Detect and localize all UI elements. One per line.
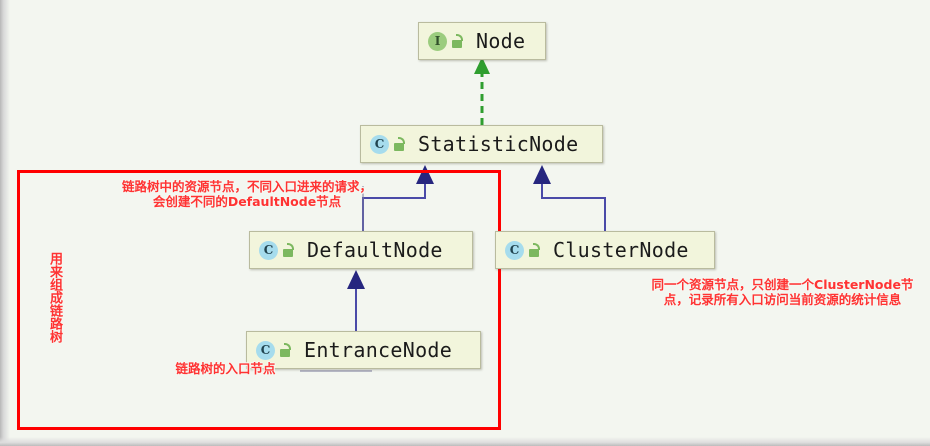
unlocked-padlock-icon [451,34,464,48]
class-node-label: DefaultNode [307,238,443,262]
interface-badge: I [428,31,447,51]
edge-entrancenode-extends-defaultnode [347,270,365,332]
unlocked-padlock-icon [528,243,541,257]
class-node-node[interactable]: I Node [418,22,546,60]
class-node-label: EntranceNode [304,338,453,362]
class-node-defaultnode[interactable]: C DefaultNode [249,231,473,269]
class-badge: C [370,134,389,154]
class-node-entrancenode[interactable]: C EntranceNode [246,331,481,369]
class-badge: C [505,240,524,260]
edge-statisticnode-implements-node [474,57,490,125]
class-node-label: StatisticNode [418,132,579,156]
note-entrancenode: 链路树的入口节点 [175,361,276,376]
class-badge: C [256,340,275,360]
class-node-label: ClusterNode [553,238,689,262]
class-node-label: Node [476,29,526,53]
note-defaultnode: 链路树中的资源节点，不同入口进来的请求，会创建不同的DefaultNode节点 [122,179,373,209]
class-badge: C [259,240,278,260]
unlocked-padlock-icon [393,137,406,151]
class-node-statisticnode[interactable]: C StatisticNode [360,125,603,163]
note-clusternode: 同一个资源节点，只创建一个ClusterNode节点，记录所有入口访问当前资源的… [651,277,914,307]
edge-clusternode-extends-statisticnode [533,165,606,232]
unlocked-padlock-icon [279,343,292,357]
class-node-clusternode[interactable]: C ClusterNode [495,231,715,269]
note-chain-tree-group: 用来组成链路树 [47,251,62,343]
chain-tree-highlight-box [17,170,501,430]
unlocked-padlock-icon [282,243,295,257]
